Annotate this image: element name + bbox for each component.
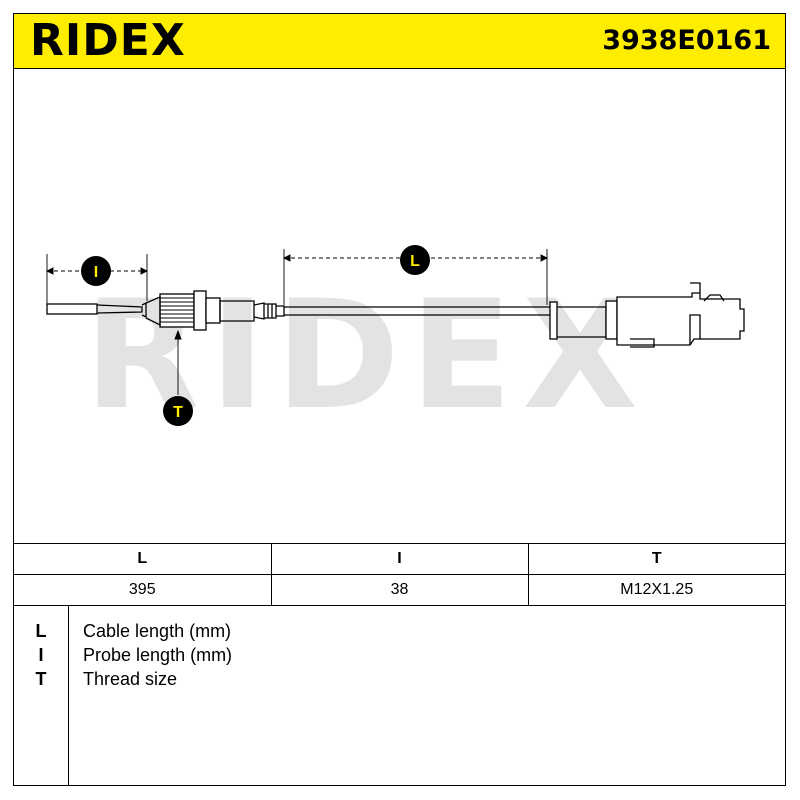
header-bar: RIDEX 3938E0161 xyxy=(14,14,785,69)
label-i-text: I xyxy=(94,264,98,281)
col-header-i: I xyxy=(270,543,529,575)
legend-key-t: T xyxy=(35,669,47,689)
col-header-t: T xyxy=(527,543,785,575)
probe-tip xyxy=(46,303,98,315)
dimension-label-l xyxy=(400,245,430,275)
legend-key-l: L xyxy=(35,621,47,641)
legend: L Cable length (mm) I Probe length (mm) … xyxy=(14,606,785,785)
col-header-l: L xyxy=(14,543,272,575)
thread-section xyxy=(159,293,195,328)
probe-shaft xyxy=(96,304,143,314)
spec-table: L I T 395 38 M12X1.25 xyxy=(14,543,785,606)
connector-housing xyxy=(616,292,745,346)
label-t-text: T xyxy=(173,404,183,421)
part-number: 3938E0161 xyxy=(602,25,771,56)
value-i: 38 xyxy=(270,574,529,606)
dimension-label-t xyxy=(163,396,193,426)
legend-desc-t: Thread size xyxy=(83,669,178,689)
legend-desc-i: Probe length (mm) xyxy=(83,645,233,665)
brand-logo: RIDEX xyxy=(30,15,186,66)
legend-key-i: I xyxy=(38,645,44,665)
value-t: M12X1.25 xyxy=(527,574,785,606)
value-l: 395 xyxy=(14,574,272,606)
legend-desc-l: Cable length (mm) xyxy=(83,621,232,641)
technical-drawing: RIDEX xyxy=(14,69,785,543)
sensor-drawing-svg: I L T xyxy=(45,245,745,426)
product-sheet: RIDEX 3938E0161 RIDEX xyxy=(13,13,786,786)
spec-table-values: 395 38 M12X1.25 xyxy=(14,574,785,606)
connector-sleeve xyxy=(549,301,558,340)
label-l-text: L xyxy=(410,253,420,270)
hex-nut xyxy=(193,290,207,331)
legend-key-column xyxy=(14,606,69,785)
spec-table-header: L I T xyxy=(14,543,785,575)
dimension-label-i xyxy=(81,256,111,286)
